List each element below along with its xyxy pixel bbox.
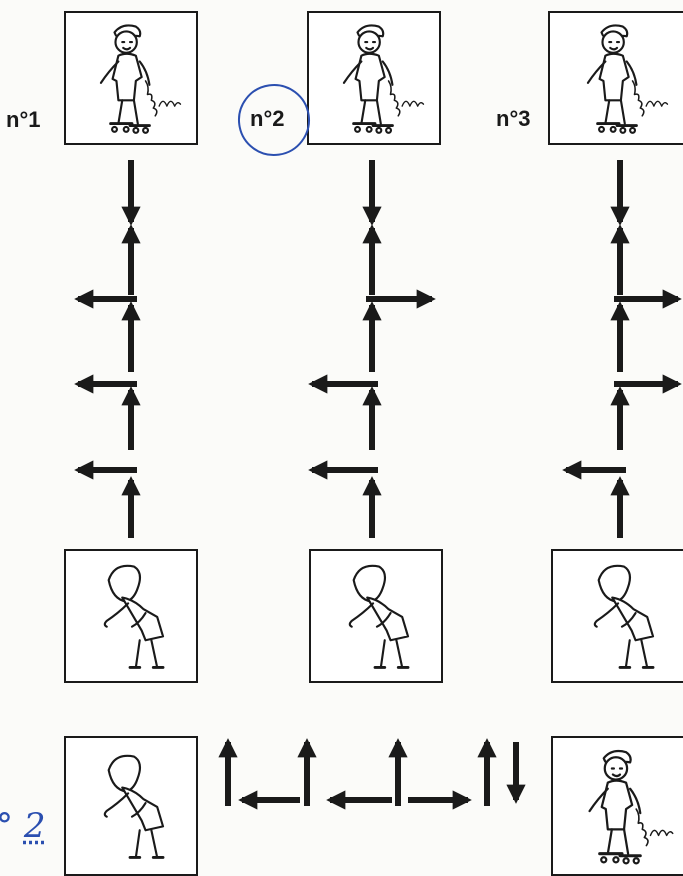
answer-prefix: ° (0, 806, 13, 846)
frame-top-1 (64, 11, 198, 145)
frame-top-2 (307, 11, 441, 145)
frame-mid-1 (64, 549, 198, 683)
label-n1: n°1 (6, 107, 41, 132)
frame-bottom-left (64, 736, 198, 876)
frame-top-3 (548, 11, 683, 145)
frame-mid-3 (551, 549, 683, 683)
frame-mid-2 (309, 549, 443, 683)
handwritten-answer: ° 2 (0, 806, 45, 846)
label-n2: n°2 (250, 106, 285, 131)
frame-bottom-right (551, 736, 683, 876)
answer-value: 2 (23, 806, 46, 846)
label-n3: n°3 (496, 106, 531, 131)
